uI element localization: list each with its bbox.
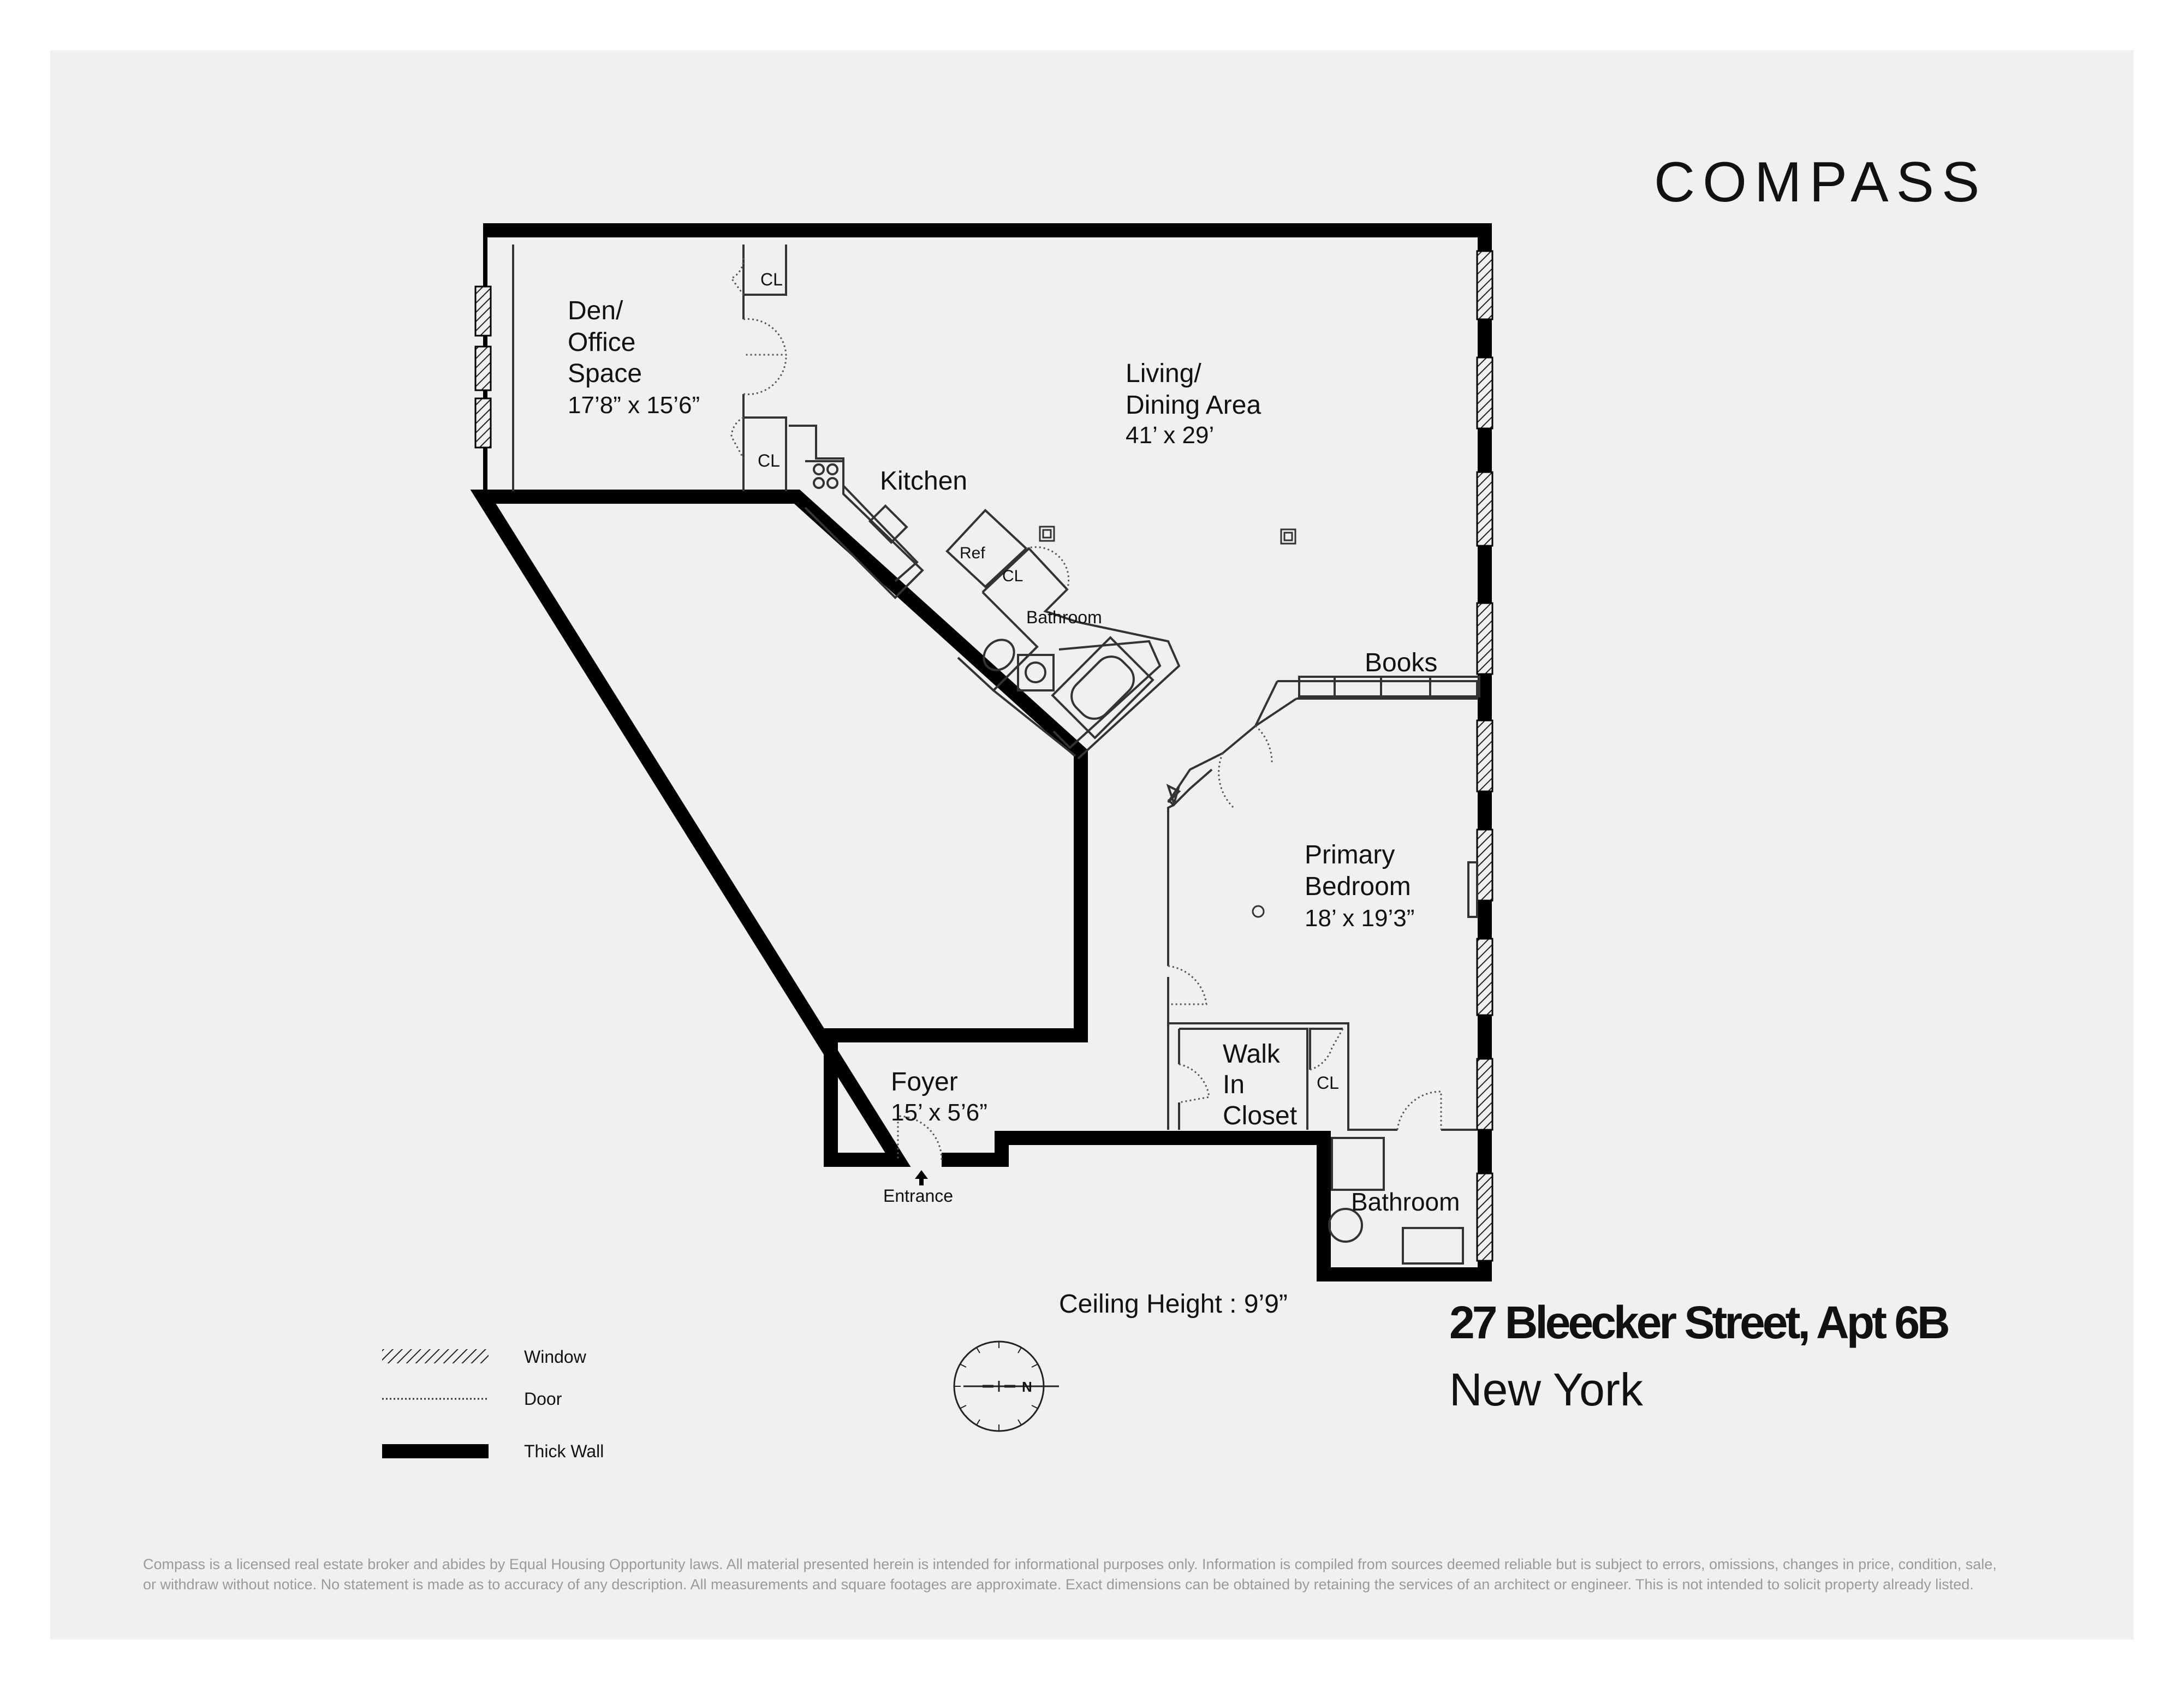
windows-right: [1476, 250, 1493, 1262]
disclaimer-line1: Compass is a licensed real estate broker…: [143, 1556, 1997, 1572]
compass-rose-icon: [953, 1340, 1059, 1432]
entrance-arrow-icon: [915, 1170, 928, 1185]
windows-den: [474, 285, 492, 449]
living-label-line1: Living/: [1126, 359, 1201, 388]
main-bathroom-label: Bathroom: [1351, 1188, 1460, 1216]
small-bath-fixtures: [983, 636, 1155, 740]
den-label-line1: Den/: [568, 296, 623, 325]
legend-thick-wall-swatch: [382, 1444, 489, 1458]
entrance-label: Entrance: [883, 1186, 953, 1206]
foyer-dims: 15’ x 5’6”: [891, 1099, 987, 1126]
legend-door-label: Door: [524, 1389, 562, 1409]
ref-label: Ref: [960, 544, 985, 562]
listing-city: New York: [1449, 1364, 1643, 1415]
walk-in-closet-label-line1: Walk: [1223, 1040, 1281, 1069]
floor-plan-sheet: [50, 50, 2134, 1640]
ceiling-height: Ceiling Height : 9’9”: [1059, 1290, 1288, 1319]
compass-north-label: N: [1022, 1379, 1032, 1395]
legend-thick-wall-label: Thick Wall: [524, 1441, 604, 1461]
den-closet-bottom-label: CL: [758, 451, 780, 470]
interior-walls: [512, 245, 1480, 1265]
legend-window-label: Window: [524, 1347, 586, 1367]
foyer-label: Foyer: [891, 1068, 958, 1096]
walk-in-closet-label-line2: In: [1223, 1070, 1245, 1099]
den-label-line2: Office: [568, 328, 636, 357]
disclaimer-line2: or withdraw without notice. No statement…: [143, 1576, 1974, 1593]
doors: [730, 258, 1442, 1160]
living-label-line2: Dining Area: [1126, 391, 1261, 420]
books-label: Books: [1365, 648, 1437, 677]
primary-bedroom-label-line1: Primary: [1305, 840, 1395, 869]
legend-window-swatch: [382, 1349, 489, 1363]
kitchen-label: Kitchen: [880, 467, 967, 496]
kitchen-closet-label: CL: [1002, 567, 1023, 585]
legal-disclaimer: Compass is a licensed real estate broker…: [143, 1554, 2064, 1595]
columns: [1039, 526, 1296, 918]
bedroom-closet-label: CL: [1317, 1073, 1339, 1093]
living-dims: 41’ x 29’: [1126, 422, 1214, 449]
compass-logo: COMPASS: [1654, 151, 1987, 214]
kitchen-counter: [804, 460, 924, 599]
walk-in-closet-label-line3: Closet: [1223, 1101, 1297, 1130]
den-closet-top-label: CL: [760, 270, 783, 289]
listing-address: 27 Bleecker Street, Apt 6B: [1449, 1297, 1950, 1348]
primary-bedroom-label-line2: Bedroom: [1305, 872, 1411, 901]
den-label-line3: Space: [568, 359, 642, 388]
small-bathroom-label: Bathroom: [1026, 607, 1102, 627]
primary-bedroom-dims: 18’ x 19’3”: [1305, 905, 1414, 932]
den-dims: 17’8” x 15’6”: [568, 392, 700, 419]
